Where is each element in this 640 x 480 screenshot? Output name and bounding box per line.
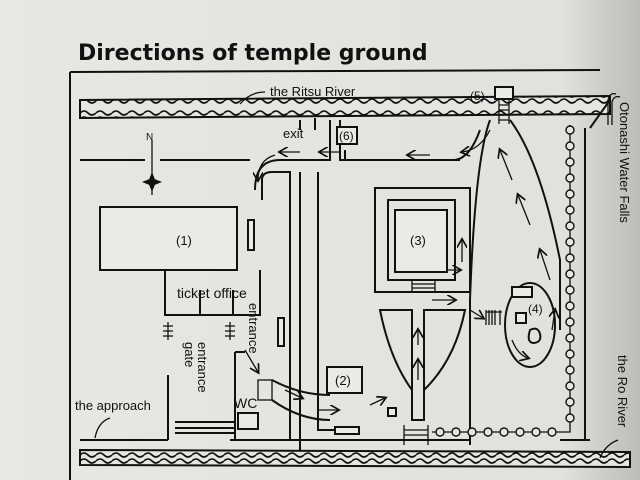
fence-post	[531, 427, 541, 437]
fence-post	[565, 349, 575, 359]
fence-post	[565, 413, 575, 423]
exit-gate	[299, 118, 316, 130]
fence-post	[565, 157, 575, 167]
site-2-label: (2)	[335, 373, 351, 388]
ritsu-river-label: the Ritsu River	[270, 84, 356, 99]
gate-posts	[163, 322, 235, 340]
ritsu-river-leader	[239, 91, 266, 105]
fence-post	[565, 221, 575, 231]
approach-label: the approach	[75, 398, 151, 413]
fence-post	[565, 381, 575, 391]
fence-post	[451, 427, 461, 437]
entrance-gate	[167, 351, 245, 440]
site-1-label: (1)	[176, 233, 192, 248]
site-4-shrine	[515, 312, 527, 324]
fence-post	[515, 427, 525, 437]
ticket-office-label: ticket office	[177, 285, 247, 301]
waterfalls-label: Otonashi Water Falls	[617, 102, 632, 223]
svg-text:N: N	[146, 132, 153, 143]
fence-post	[467, 427, 477, 437]
fence-post	[565, 205, 575, 215]
fence-post	[565, 141, 575, 151]
fence-post	[565, 397, 575, 407]
central-path	[411, 390, 425, 421]
site-3-label: (3)	[410, 233, 426, 248]
site-4-label: (4)	[528, 302, 543, 316]
wc-building	[237, 412, 259, 430]
steps-5	[498, 100, 510, 124]
small-building	[387, 407, 397, 417]
paths	[80, 99, 611, 450]
approach-leader	[94, 417, 111, 439]
waterfall-icon	[607, 92, 621, 125]
fence-post	[565, 253, 575, 263]
site-3-building	[394, 209, 448, 273]
site-5-label: (5)	[470, 89, 485, 103]
small-building	[247, 219, 255, 251]
exit-label: exit	[283, 126, 304, 141]
fence-post	[565, 301, 575, 311]
site-4-pond	[527, 327, 542, 345]
fence-post	[565, 333, 575, 343]
fence-post	[565, 285, 575, 295]
ticket-office-structure	[164, 270, 261, 316]
ro-river-leader	[599, 439, 619, 459]
fence-post	[435, 427, 445, 437]
entrance-label: entrance	[246, 303, 261, 354]
site-3-enclosure	[374, 187, 471, 293]
entrance-steps	[257, 379, 273, 401]
chain-fence	[432, 125, 575, 437]
site-2-building	[326, 366, 363, 394]
steps-4	[485, 310, 502, 325]
site-1-building	[99, 206, 238, 271]
site-6-label: (6)	[339, 129, 354, 143]
fence-post	[565, 365, 575, 375]
entrance-gate-label-2: gate	[182, 342, 197, 367]
fence-post	[483, 427, 493, 437]
wc-label: WC	[234, 395, 257, 411]
small-building	[277, 317, 285, 347]
page-title: Directions of temple ground	[78, 41, 428, 66]
fence-post	[565, 173, 575, 183]
ro-river-label: the Ro River	[615, 355, 630, 428]
fan-garden	[378, 309, 467, 394]
steps-south	[403, 425, 429, 445]
steps-3	[411, 280, 436, 292]
site-5-building	[494, 86, 514, 100]
fence-post	[547, 427, 557, 437]
fence-post	[565, 237, 575, 247]
ro-river	[79, 448, 631, 469]
fence-post	[565, 269, 575, 279]
small-building	[334, 426, 360, 435]
fence-post	[565, 189, 575, 199]
fence-post	[565, 317, 575, 327]
site-4-building	[511, 286, 533, 298]
map-frame	[69, 69, 601, 480]
site-4-garden	[504, 282, 556, 368]
entrance-gate-label-1: entrance	[195, 342, 210, 393]
site-6-building	[336, 126, 358, 145]
fence-post	[565, 125, 575, 135]
ritsu-river	[79, 94, 611, 120]
compass-icon: N	[142, 132, 162, 195]
fence-post	[499, 427, 509, 437]
entrance-path	[271, 379, 331, 421]
